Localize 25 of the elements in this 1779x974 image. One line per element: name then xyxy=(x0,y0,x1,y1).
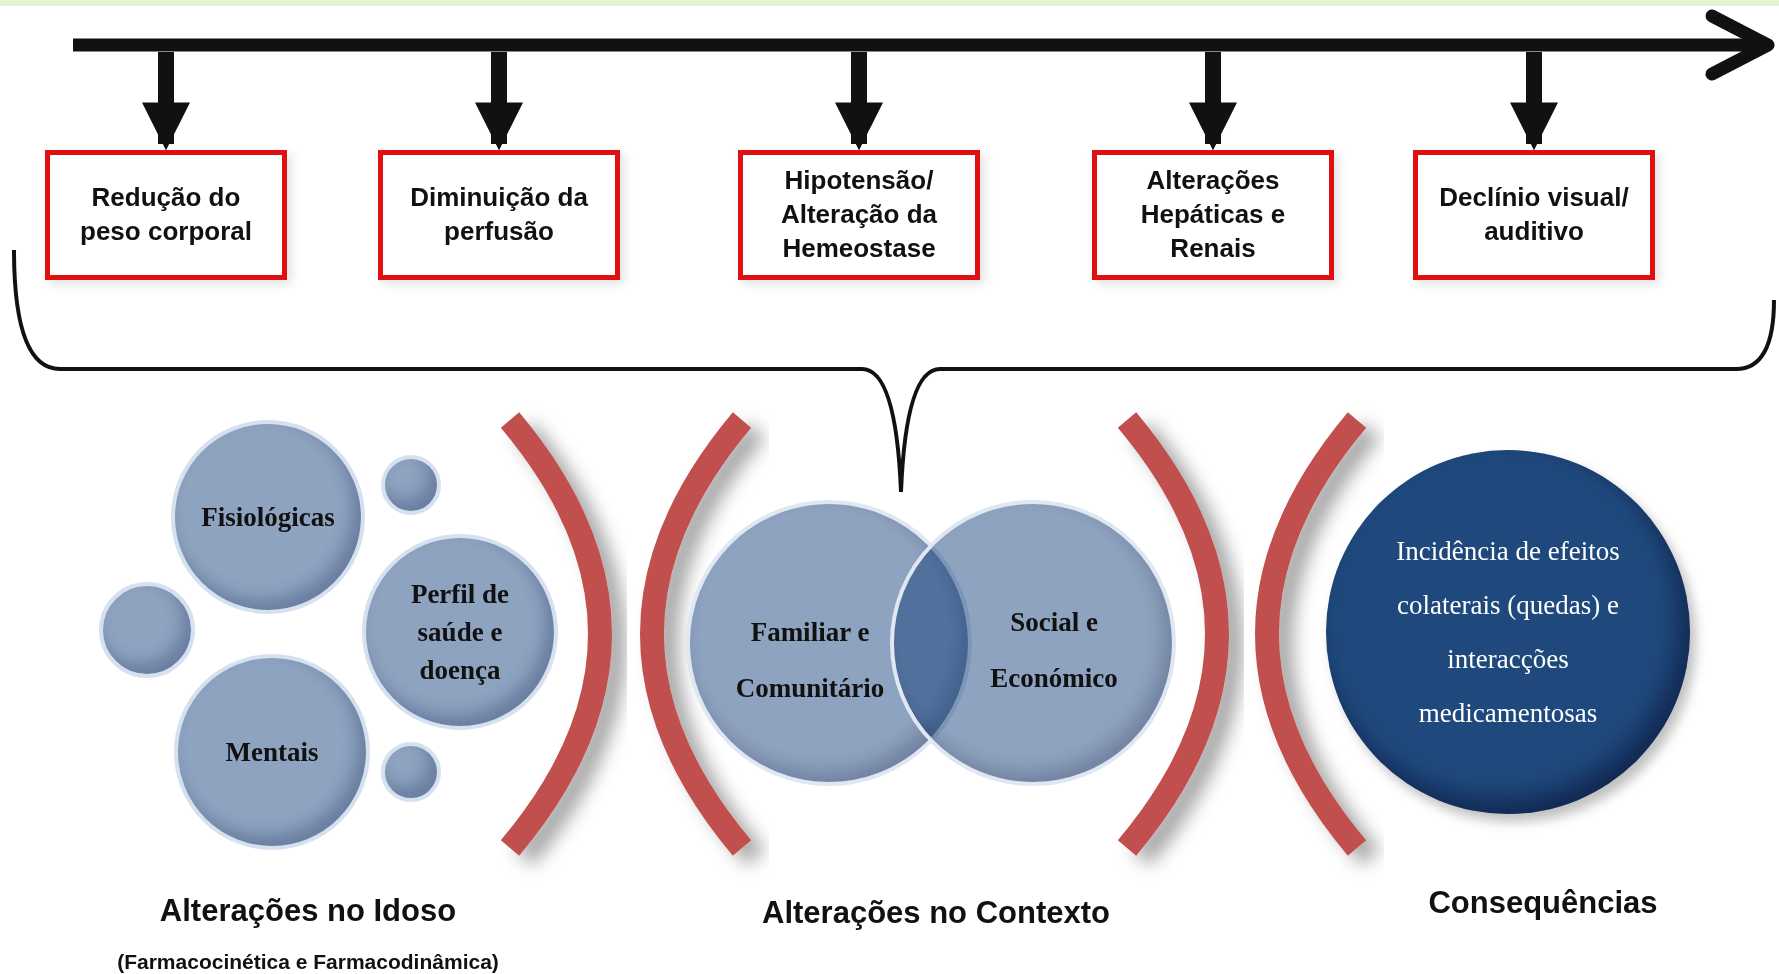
section-heading: Alterações no Idoso xyxy=(158,892,458,930)
circle-text: Familiar e Comunitário xyxy=(734,616,886,705)
process-box xyxy=(378,150,620,280)
process-box xyxy=(738,150,980,280)
down-arrow xyxy=(1510,52,1558,151)
down-arrow xyxy=(475,52,523,151)
process-box xyxy=(45,150,287,280)
box-text: Redução do peso corporal xyxy=(79,181,253,248)
circle-text: Perfil de saúde e doença xyxy=(409,578,511,687)
down-arrow xyxy=(142,52,190,151)
section-heading: (Farmacocinética e Farmacodinâmica) xyxy=(116,949,500,974)
circle-text: Fisiológicas xyxy=(201,501,335,534)
circle-text: Mentais xyxy=(225,736,319,769)
box-text: Hipotensão/ Alteração da Hemeostase xyxy=(779,164,939,265)
circle-text: Incidência de efeitos colaterais (quedas) e interacções medicamentosas xyxy=(1395,535,1621,730)
box-text: Declínio visual/ auditivo xyxy=(1438,181,1630,248)
section-heading: Alterações no Contexto xyxy=(761,894,1111,932)
process-box xyxy=(1413,150,1655,280)
down-arrow xyxy=(1189,52,1237,151)
box-text: Diminuição da perfusão xyxy=(409,181,589,248)
down-arrow xyxy=(835,52,883,151)
circle-text: Social e Económico xyxy=(989,606,1119,695)
box-text: Alterações Hepáticas e Renais xyxy=(1139,164,1287,265)
section-heading: Consequências xyxy=(1427,884,1659,922)
process-box xyxy=(1092,150,1334,280)
